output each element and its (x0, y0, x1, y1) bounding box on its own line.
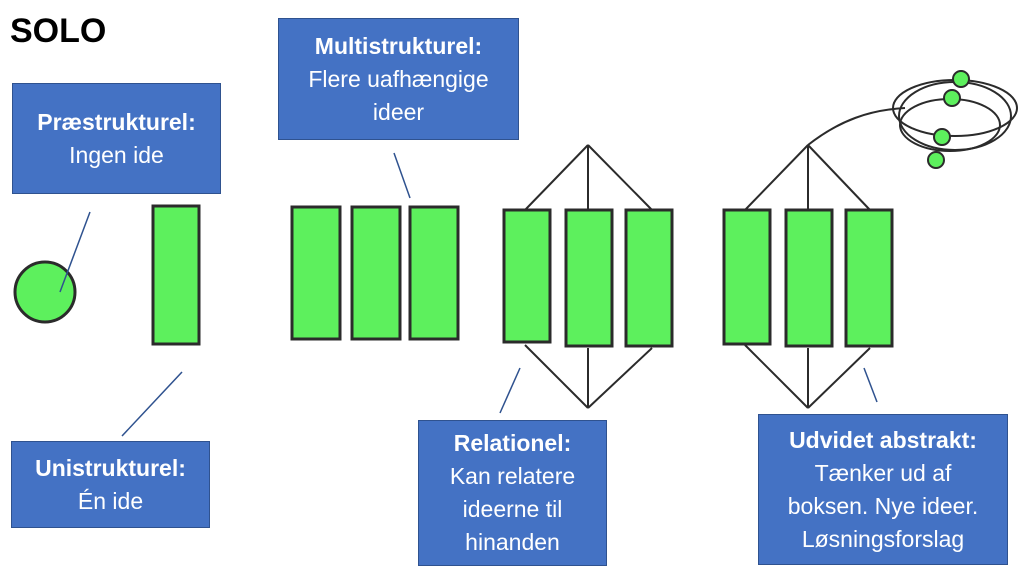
relational-bar-1 (502, 208, 552, 344)
extended-abstract-line-3: Løsningsforslag (801, 525, 965, 552)
extended-bar-1 (722, 208, 772, 346)
multistructural-bar-1 (290, 205, 342, 341)
extended-abstract-box: Udvidet abstrakt: Tænker ud af boksen. N… (758, 414, 1008, 565)
multistructural-line-1: Flere uafhængige (308, 65, 489, 92)
pointer-multistructural (393, 152, 411, 199)
relational-line-3: hinanden (465, 529, 560, 555)
unistructural-line-1: Én ide (77, 487, 144, 514)
pointer-relational (499, 367, 521, 414)
callout-pointers (59, 152, 878, 437)
pointer-extended (863, 367, 878, 403)
extended-abstract-group (722, 70, 1018, 409)
relational-heading: Relationel: (453, 430, 572, 456)
extended-bar-3 (844, 208, 894, 348)
prestructural-circle (13, 260, 77, 324)
relational-bar-3 (624, 208, 674, 348)
multistructural-bar-2 (350, 205, 402, 341)
relational-box: Relationel: Kan relatere ideerne til hin… (418, 420, 607, 566)
extended-abstract-heading: Udvidet abstrakt: (789, 426, 977, 453)
multistructural-box: Multistrukturel: Flere uafhængige ideer (278, 18, 519, 140)
orbit-dot-4 (927, 151, 945, 169)
relational-bar-2 (564, 208, 614, 348)
multistructural-heading: Multistrukturel: (314, 32, 483, 59)
relational-group (502, 144, 674, 409)
extended-abstract-line-1: Tænker ud af (814, 459, 952, 486)
extended-abstract-line-2: boksen. Nye ideer. (787, 492, 979, 519)
unistructural-box: Unistrukturel: Én ide (11, 441, 210, 528)
relational-line-1: Kan relatere (449, 463, 576, 489)
relational-line-2: ideerne til (462, 496, 563, 522)
orbit-dot-3 (933, 128, 951, 146)
orbit-dot-2 (943, 89, 961, 107)
extended-connectors (744, 107, 906, 409)
multistructural-line-2: ideer (372, 98, 425, 125)
prestructural-heading: Præstrukturel: (37, 108, 196, 135)
multistructural-bar-3 (408, 205, 460, 341)
pointer-unistructural (121, 371, 183, 437)
unistructural-bar (151, 204, 201, 346)
extended-bar-2 (784, 208, 834, 348)
multistructural-bars (290, 205, 460, 341)
unistructural-heading: Unistrukturel: (35, 454, 186, 481)
page-title: SOLO (10, 12, 107, 50)
orbit-dot-1 (952, 70, 970, 88)
relational-connectors (524, 144, 653, 409)
pointer-prestructural (59, 211, 91, 293)
prestructural-box: Præstrukturel: Ingen ide (12, 83, 221, 194)
prestructural-line-1: Ingen ide (69, 141, 164, 168)
